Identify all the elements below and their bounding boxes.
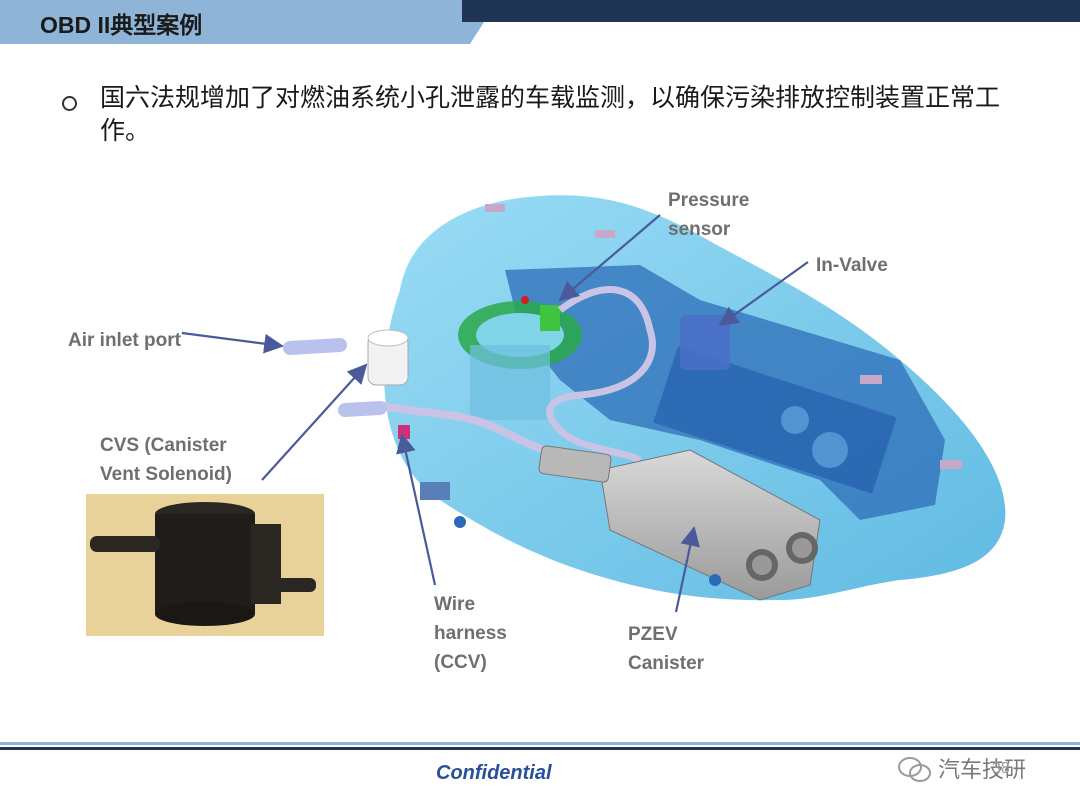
wechat-icon	[898, 757, 931, 782]
arrow-pzev	[674, 526, 700, 613]
label-wire-harness: Wire harness (CCV)	[434, 594, 507, 673]
label-pressure-sensor: Pressure sensor	[668, 190, 750, 240]
confidential-label: Confidential	[436, 762, 552, 784]
arrow-pressure-sensor	[558, 214, 661, 302]
arrow-in-valve	[718, 261, 809, 327]
label-pzev-canister: PZEV Canister	[628, 624, 705, 674]
label-air-inlet-port: Air inlet port	[68, 330, 181, 351]
page-number: 38	[992, 760, 1010, 777]
watermark-text: 汽车技研	[938, 757, 1027, 782]
footer-line-light	[0, 742, 1080, 745]
cvs-photo	[86, 494, 324, 636]
arrow-air-inlet	[181, 331, 284, 354]
label-cvs: CVS (Canister Vent Solenoid)	[100, 435, 232, 485]
header-bar-dark	[462, 0, 1080, 22]
bullet-text: 国六法规增加了对燃油系统小孔泄露的车载监测，以确保污染排放控制装置正常工作。	[100, 84, 1001, 145]
slide-title: OBD II典型案例	[40, 12, 203, 38]
arrow-wire-harness	[396, 433, 437, 586]
arrow-cvs	[261, 363, 368, 481]
footer-line-dark	[0, 747, 1080, 750]
bullet-circle-icon	[62, 96, 77, 111]
label-in-valve: In-Valve	[816, 255, 888, 276]
in-valve	[680, 315, 730, 370]
